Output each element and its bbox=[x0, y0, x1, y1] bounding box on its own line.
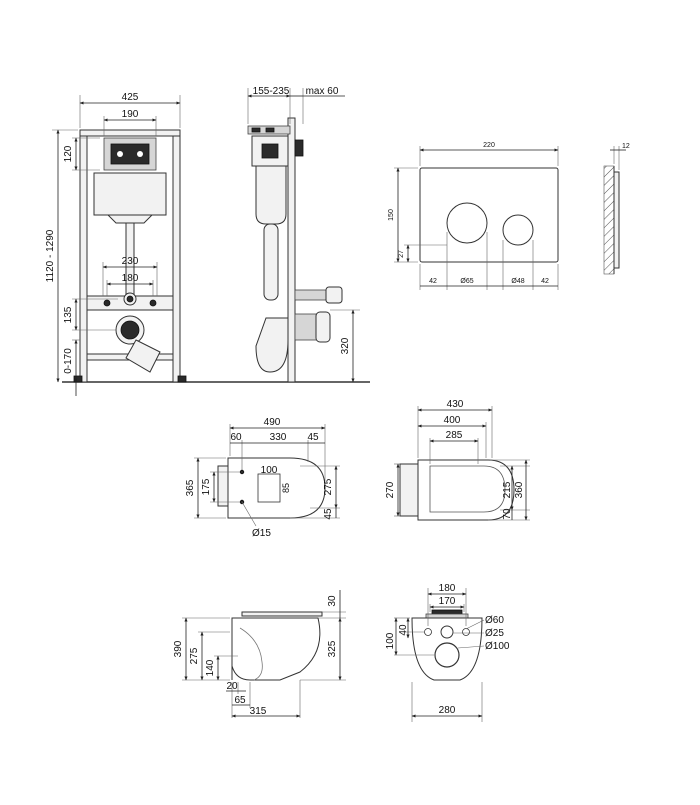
dim-bowl-side-275: 275 bbox=[189, 647, 200, 664]
dim-bowl-side-390: 390 bbox=[173, 640, 184, 657]
back-seat-hinge bbox=[431, 609, 463, 615]
dim-bolt-to-outlet: 135 bbox=[63, 306, 74, 323]
side-flush-pipe bbox=[263, 223, 279, 301]
back-inlet bbox=[440, 625, 454, 639]
dim-side-320: 320 bbox=[340, 337, 351, 354]
dim-bowl-side-315: 315 bbox=[250, 706, 267, 717]
dim-side-depth: 155-235 bbox=[253, 86, 290, 97]
dim-back-180: 180 bbox=[439, 583, 456, 594]
bowl-top-outline bbox=[227, 457, 326, 519]
dim-back-d25: Ø25 bbox=[485, 628, 504, 639]
dim-back-d100: Ø100 bbox=[485, 641, 510, 652]
dim-seat-270: 270 bbox=[385, 481, 396, 498]
cistern bbox=[93, 172, 167, 216]
dim-seat-70: 70 bbox=[502, 508, 513, 520]
seat-lid-profile bbox=[241, 611, 323, 617]
dim-bowl-side-30: 30 bbox=[327, 595, 338, 607]
dim-bowl-top-45b: 45 bbox=[323, 508, 334, 520]
frame-left-upright bbox=[79, 129, 88, 383]
side-plate-stub bbox=[294, 139, 304, 157]
drain-elbow bbox=[125, 339, 161, 373]
dim-leg-adjust: 0-170 bbox=[63, 348, 74, 374]
bowl-top-view: 490 60 330 45 365 175 275 45 100 85 Ø15 bbox=[185, 417, 340, 539]
dim-bowl-side-65: 65 bbox=[234, 695, 246, 706]
frame-right-upright bbox=[172, 129, 181, 383]
flush-plate-body bbox=[419, 167, 559, 263]
bowl-back-outline bbox=[411, 617, 483, 681]
dim-back-170: 170 bbox=[439, 596, 456, 607]
dim-plate-thickness: 12 bbox=[622, 143, 630, 150]
dim-panel-width: 190 bbox=[122, 109, 139, 120]
bowl-back-view: 180 170 40 100 Ø60 Ø25 Ø100 280 bbox=[385, 583, 510, 722]
dim-bowl-side-325: 325 bbox=[327, 640, 338, 657]
dim-back-280: 280 bbox=[439, 705, 456, 716]
dim-bowl-top-85: 85 bbox=[281, 483, 291, 493]
installation-frame-side: 155-235 max 60 320 bbox=[247, 86, 360, 383]
dim-frame-height: 1120 - 1290 bbox=[45, 229, 56, 282]
dim-plate-27: 27 bbox=[398, 250, 405, 258]
bowl-side-view: 30 325 390 275 140 20 65 315 bbox=[173, 590, 346, 718]
dim-plate-width: 220 bbox=[483, 142, 495, 149]
dim-bolt-spacing: 180 bbox=[122, 273, 139, 284]
side-drain bbox=[255, 317, 289, 373]
flush-plate: 220 150 27 42 Ø65 Ø48 42 12 bbox=[388, 142, 630, 290]
frame-top-bar bbox=[79, 129, 181, 137]
dim-bowl-top-330: 330 bbox=[270, 432, 287, 443]
dim-mount-width: 230 bbox=[122, 256, 139, 267]
dim-bowl-top-490: 490 bbox=[264, 417, 281, 428]
dim-bowl-top-d15: Ø15 bbox=[252, 528, 271, 539]
dim-plate-left-42: 42 bbox=[429, 278, 437, 285]
dim-seat-285: 285 bbox=[446, 430, 463, 441]
dim-bowl-top-365: 365 bbox=[185, 479, 196, 496]
wall-hatch bbox=[603, 165, 615, 275]
installation-frame-front: 425 190 120 1120 - 1290 230 180 135 0 bbox=[45, 92, 370, 396]
dim-bowl-top-275: 275 bbox=[323, 478, 334, 495]
dim-plate-d65: Ø65 bbox=[460, 278, 473, 285]
side-upright bbox=[287, 117, 296, 383]
dim-bowl-top-60: 60 bbox=[230, 432, 242, 443]
dim-seat-400: 400 bbox=[444, 415, 461, 426]
dim-bowl-top-100: 100 bbox=[261, 465, 278, 476]
plate-profile bbox=[613, 171, 620, 269]
dim-plate-height: 150 bbox=[388, 209, 395, 221]
bowl-side-outline bbox=[231, 617, 321, 681]
dim-seat-360: 360 bbox=[514, 481, 525, 498]
flush-button-large bbox=[446, 202, 488, 244]
seat-hinge-block bbox=[399, 463, 419, 517]
dim-plate-right-42: 42 bbox=[541, 278, 549, 285]
back-outlet bbox=[434, 642, 460, 668]
dim-back-d60: Ø60 bbox=[485, 615, 504, 626]
dim-back-100: 100 bbox=[385, 632, 396, 649]
seat-top-view: 430 400 285 270 215 70 360 bbox=[385, 399, 530, 521]
bowl-top-outlet bbox=[257, 473, 281, 503]
dim-bowl-side-140: 140 bbox=[205, 659, 216, 676]
flush-button-small bbox=[502, 214, 534, 246]
dim-plate-d48: Ø48 bbox=[511, 278, 524, 285]
dim-opening-height: 120 bbox=[63, 145, 74, 162]
side-cistern bbox=[255, 165, 287, 225]
dim-seat-215: 215 bbox=[502, 481, 513, 498]
dim-bowl-side-20: 20 bbox=[226, 681, 238, 692]
dim-frame-width: 425 bbox=[122, 92, 139, 103]
dim-seat-430: 430 bbox=[447, 399, 464, 410]
flush-mechanism bbox=[110, 143, 150, 165]
seat-inner bbox=[429, 465, 506, 513]
dim-bowl-top-45: 45 bbox=[307, 432, 319, 443]
seat-outline bbox=[417, 459, 515, 521]
dim-bowl-top-175: 175 bbox=[201, 478, 212, 495]
dim-side-max: max 60 bbox=[306, 86, 339, 97]
dim-back-40: 40 bbox=[398, 624, 409, 636]
